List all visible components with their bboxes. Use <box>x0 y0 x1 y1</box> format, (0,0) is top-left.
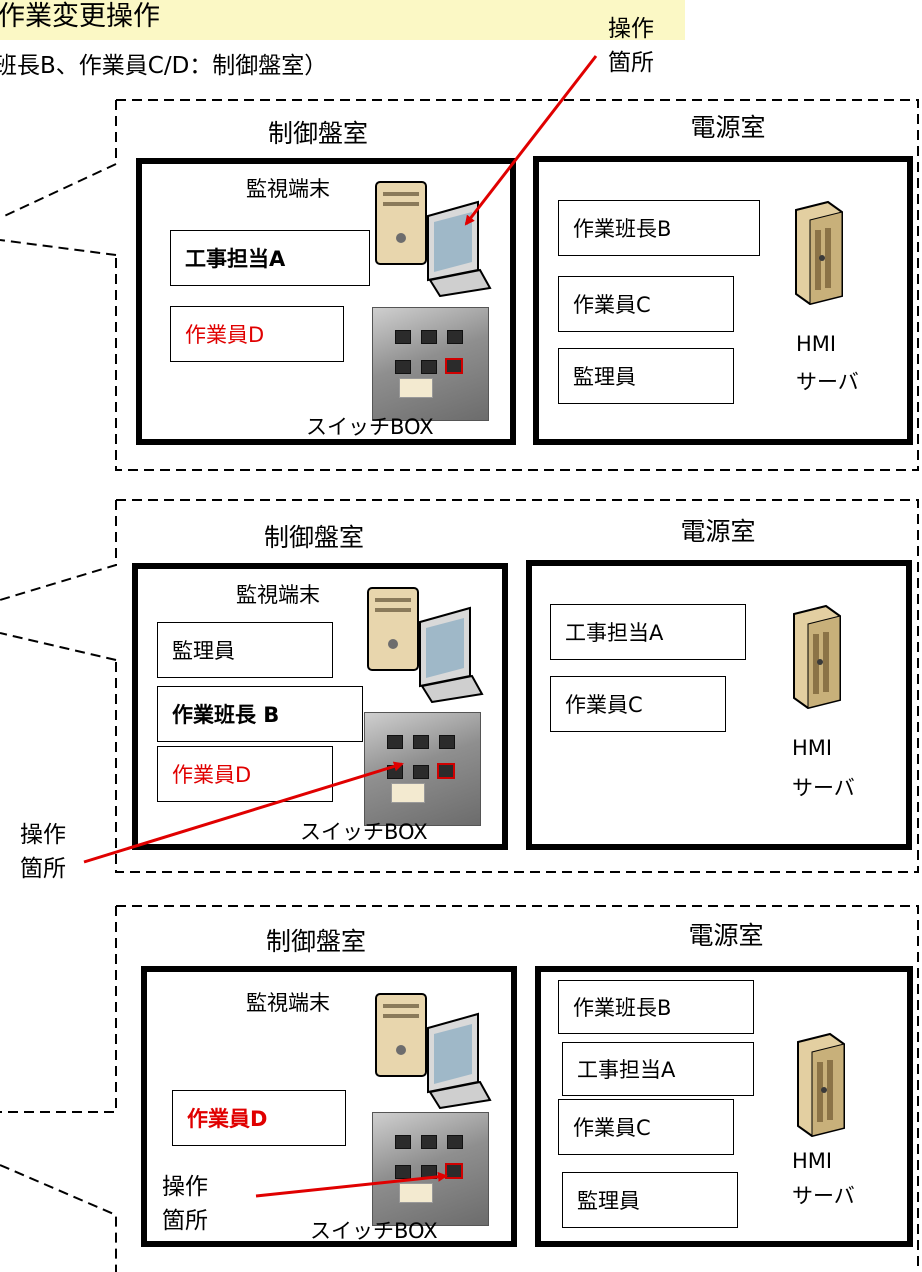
panel-2-person-1: 監理員 <box>157 622 333 678</box>
panel-3-power-person-2: 工事担当A <box>562 1042 754 1096</box>
panel-1-server-label-1: HMI <box>796 332 837 356</box>
panel-2-switch-label: スイッチBOX <box>300 820 428 844</box>
panel-3-power-person-4: 監理員 <box>562 1172 738 1228</box>
panel-3-terminal-icon <box>375 993 492 1109</box>
operation-callout-top: 操作箇所 <box>608 16 654 76</box>
panel-2-person-3: 作業員D <box>157 746 333 802</box>
panel-1-person-1: 工事担当A <box>170 230 370 286</box>
panel-2-terminal-label: 監視端末 <box>236 583 320 607</box>
panel-3-outline <box>116 905 919 1272</box>
panel-2-connector-top <box>0 500 117 601</box>
panel-3-terminal-label: 監視端末 <box>246 991 330 1015</box>
panel-2-connector-bottom <box>0 632 117 661</box>
panel-1-server-icon <box>795 200 843 305</box>
panel-3-left-lower <box>0 1164 117 1272</box>
panel-3-server-label-2: サーバ <box>792 1184 855 1208</box>
panel-1-person-2: 作業員D <box>170 306 344 362</box>
page-title: 作業変更操作 <box>0 1 160 32</box>
page-subtitle: 班長B、作業員C/D：制御盤室） <box>0 53 328 79</box>
operation-callout-bottom: 操作箇所 <box>162 1174 208 1234</box>
panel-1-power-person-3: 監理員 <box>558 348 734 404</box>
panel-3-power-room-title: 電源室 <box>688 921 764 950</box>
panel-3-server-icon <box>797 1032 845 1137</box>
panel-3-switch-label: スイッチBOX <box>310 1219 438 1243</box>
panel-2-control-room-title: 制御盤室 <box>263 523 364 552</box>
panel-1-outline <box>115 99 919 471</box>
panel-1-power-person-1: 作業班長B <box>558 200 760 256</box>
panel-1-power-room-title: 電源室 <box>690 113 766 142</box>
panel-1-switch-box-photo <box>372 307 489 421</box>
title-banner <box>0 0 685 40</box>
panel-1-connector-bottom <box>0 239 117 256</box>
panel-1-terminal-label: 監視端末 <box>246 177 330 201</box>
panel-2-power-person-2: 作業員C <box>550 676 726 732</box>
arrow-top <box>464 55 598 226</box>
panel-1-power-person-2: 作業員C <box>558 276 734 332</box>
panel-3-person-1: 作業員D <box>172 1090 346 1146</box>
panel-2-power-room-title: 電源室 <box>680 517 756 546</box>
panel-2-terminal-icon <box>367 587 484 703</box>
arrow-mid <box>83 761 404 864</box>
panel-3-switch-box-photo <box>372 1112 489 1226</box>
arrow-bottom <box>255 1171 448 1198</box>
panel-2-person-2: 作業班長 B <box>157 686 363 742</box>
panel-3-power-person-3: 作業員C <box>558 1099 734 1155</box>
panel-3-server-label-1: HMI <box>792 1149 833 1173</box>
panel-1-server-label-2: サーバ <box>796 370 859 394</box>
panel-1-switch-label: スイッチBOX <box>306 415 434 439</box>
panel-1-control-room-title: 制御盤室 <box>267 119 368 148</box>
panel-2-server-icon <box>793 604 841 709</box>
panel-2-power-person-1: 工事担当A <box>550 604 746 660</box>
panel-3-control-room-title: 制御盤室 <box>265 927 366 956</box>
panel-3-left-upper <box>0 906 117 1113</box>
panel-3-power-person-1: 作業班長B <box>558 980 754 1034</box>
panel-2-server-label-1: HMI <box>792 736 833 760</box>
panel-1-connector-top <box>0 100 117 219</box>
panel-2-outline <box>115 499 919 873</box>
panel-2-server-label-2: サーバ <box>792 776 855 800</box>
operation-callout-mid: 操作箇所 <box>20 822 66 882</box>
